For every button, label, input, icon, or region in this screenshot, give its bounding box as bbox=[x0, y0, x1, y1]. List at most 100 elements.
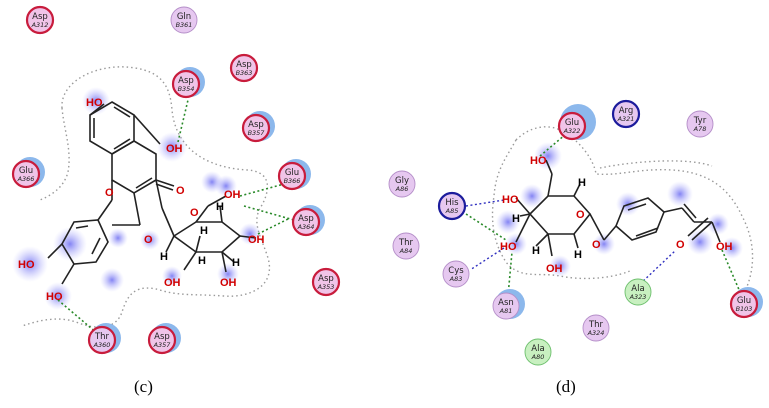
residue-id: A86 bbox=[395, 185, 409, 193]
residue-disc bbox=[241, 113, 271, 143]
hbond-his85-ho bbox=[465, 199, 505, 207]
panel-c: HO OH O O O HO HO O OH OH OH OH H H H H … bbox=[12, 66, 295, 396]
residue-disc bbox=[611, 99, 641, 129]
atom-link-o: O bbox=[592, 239, 601, 251]
hbond-oh-asp354 bbox=[177, 99, 189, 143]
atom-h3-d: H bbox=[578, 177, 586, 189]
residue-disc bbox=[442, 260, 470, 288]
atom-sugar-o: O bbox=[190, 207, 199, 219]
catechol-bonds bbox=[47, 199, 113, 285]
panel-d: HO HO HO OH O O O OH H H H H (d) bbox=[465, 126, 754, 396]
residue-name: Asp bbox=[32, 12, 48, 22]
pocket-outline-d bbox=[515, 126, 754, 301]
residue-name: Ala bbox=[631, 284, 644, 294]
residue-name: Glu bbox=[285, 168, 299, 178]
hbonds-c bbox=[57, 99, 295, 335]
atom-ho-2: HO bbox=[500, 241, 517, 253]
residue-name: Cys bbox=[448, 266, 464, 276]
residue-name: Glu bbox=[737, 296, 751, 306]
hbond-ho-cys83 bbox=[469, 247, 505, 271]
atom-oh-5: OH bbox=[166, 143, 183, 155]
residue-disc bbox=[229, 53, 259, 83]
residue-name: Asp bbox=[154, 332, 170, 342]
residue-id: A81 bbox=[499, 307, 513, 315]
residue-id: B103 bbox=[736, 305, 753, 313]
sugar-bonds-d bbox=[515, 159, 605, 257]
atom-ho-ch2: HO bbox=[530, 155, 547, 167]
residue-name: His bbox=[445, 198, 459, 208]
residue-id: B361 bbox=[176, 21, 193, 29]
atom-ring-o: O bbox=[576, 209, 585, 221]
atom-h1-d: H bbox=[512, 213, 520, 225]
residue-id: A360 bbox=[93, 341, 111, 349]
atom-carbonyl-o: O bbox=[676, 239, 685, 251]
atom-o-link: O bbox=[144, 234, 153, 246]
exposure-blobs-c bbox=[12, 87, 261, 310]
residue-name: Glu bbox=[19, 166, 33, 176]
residue-disc bbox=[437, 191, 467, 221]
atoms-c: HO OH O O O HO HO O OH OH OH OH H H H H … bbox=[18, 97, 265, 303]
residue-id: A364 bbox=[297, 223, 315, 231]
residue-disc bbox=[524, 338, 552, 366]
residue-disc bbox=[624, 278, 652, 306]
residue-id: A312 bbox=[31, 21, 49, 29]
residue-name: Arg bbox=[619, 106, 634, 116]
residue-disc bbox=[277, 161, 307, 191]
residue-id: A324 bbox=[587, 329, 605, 337]
atom-h2-d: H bbox=[532, 245, 540, 257]
caption-d: (d) bbox=[556, 377, 576, 396]
atom-sugar-oh1: OH bbox=[224, 189, 241, 201]
residue-name: Asp bbox=[248, 120, 264, 130]
atoms-d: HO HO HO OH O O O OH H H H H bbox=[500, 155, 733, 275]
residue-disc bbox=[171, 69, 201, 99]
residue-disc bbox=[291, 207, 321, 237]
atom-h1: H bbox=[160, 251, 168, 263]
residue-id: A85 bbox=[445, 207, 459, 215]
atom-ho-1: HO bbox=[502, 194, 519, 206]
hbond-his85-ho2 bbox=[465, 213, 507, 241]
atom-sugar-oh3: OH bbox=[220, 277, 237, 289]
residue-id: A353 bbox=[317, 283, 335, 291]
hbond-oh-asp364b bbox=[257, 217, 291, 235]
hbond-oh-glu103 bbox=[721, 249, 741, 293]
residue-id: A78 bbox=[693, 125, 707, 133]
atom-ho-cat2: HO bbox=[46, 291, 63, 303]
residue-disc bbox=[686, 110, 714, 138]
residue-name: Asp bbox=[298, 214, 314, 224]
hbond-oh-asp364 bbox=[243, 205, 295, 221]
residue-name: Asp bbox=[318, 274, 334, 284]
residue-disc bbox=[729, 289, 759, 319]
residue-disc bbox=[147, 325, 177, 355]
exposure-blobs-d bbox=[496, 142, 743, 277]
residue-name: Tyr bbox=[693, 116, 707, 126]
phenyl-bonds-d bbox=[603, 197, 721, 243]
residue-id: A366 bbox=[17, 175, 35, 183]
residue-name: Asp bbox=[236, 60, 252, 70]
hbond-oh-glu366 bbox=[239, 183, 285, 197]
residue-name: Gly bbox=[395, 176, 409, 186]
residue-name: Asp bbox=[178, 76, 194, 86]
residue-name: Gln bbox=[177, 12, 191, 22]
atom-o-keto: O bbox=[176, 185, 185, 197]
atom-h2: H bbox=[198, 255, 206, 267]
residue-disc bbox=[11, 159, 41, 189]
pocket-outline-c-left bbox=[39, 107, 70, 201]
atom-h4-d: H bbox=[574, 249, 582, 261]
residue-disc bbox=[25, 5, 55, 35]
residue-name: Ala bbox=[531, 344, 544, 354]
atom-h3: H bbox=[232, 257, 240, 269]
residue-disc bbox=[87, 325, 117, 355]
